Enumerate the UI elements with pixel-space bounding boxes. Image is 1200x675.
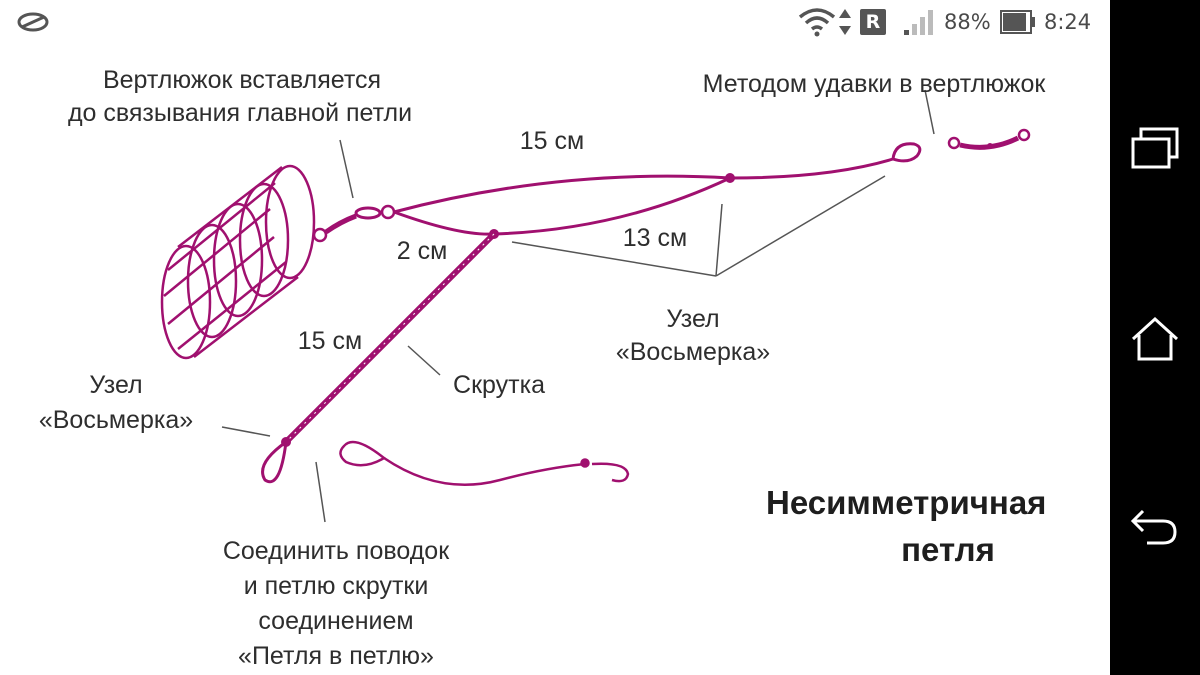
diagram-title-line1: Несимметричная xyxy=(766,484,1046,521)
roaming-icon: R xyxy=(860,0,886,44)
clock: 8:24 xyxy=(1044,10,1092,34)
knot-right-line2: «Восьмерка» xyxy=(616,338,770,366)
pointer-lines xyxy=(221,89,935,523)
knot-left-line2: «Восьмерка» xyxy=(39,406,193,434)
main-loop-line xyxy=(393,157,894,236)
data-arrows-icon xyxy=(838,0,852,44)
diagram-title-line2: петля xyxy=(901,531,995,568)
swivel-icon xyxy=(324,204,396,235)
length-top-label: 15 см xyxy=(520,127,584,155)
feeder-icon xyxy=(160,164,328,360)
knot-right-line1: Узел xyxy=(666,305,719,333)
hook-leader-icon xyxy=(339,440,630,486)
loop-end-icon xyxy=(891,142,922,163)
back-button[interactable] xyxy=(1110,480,1200,570)
back-icon xyxy=(1130,509,1177,545)
length-short-label: 2 см xyxy=(397,237,448,265)
fishing-rig-diagram: Вертлюжок вставляется до связывания глав… xyxy=(39,66,1047,670)
signal-icon xyxy=(903,0,935,44)
swivel-note-line1: Вертлюжок вставляется xyxy=(103,66,381,94)
length-mid-label: 13 см xyxy=(623,224,687,252)
home-icon xyxy=(1131,316,1179,361)
connect-note-line3: соединением xyxy=(258,607,413,635)
connect-note-line2: и петлю скрутки xyxy=(244,572,429,600)
length-leader-label: 15 см xyxy=(298,327,362,355)
status-bar: R 88% 8:24 xyxy=(0,0,1110,44)
connect-note-line1: Соединить поводок xyxy=(223,537,450,565)
home-button[interactable] xyxy=(1110,294,1200,384)
leader-loop-icon xyxy=(261,440,288,484)
battery-percent: 88% xyxy=(944,10,991,34)
method-note: Методом удавки в вертлюжок xyxy=(703,70,1047,98)
knot-left-line1: Узел xyxy=(89,371,142,399)
navigation-bar xyxy=(1110,0,1200,675)
swivel-note-line2: до связывания главной петли xyxy=(68,99,412,127)
twist-label: Скрутка xyxy=(453,371,545,399)
wifi-icon xyxy=(798,0,836,44)
recent-apps-icon xyxy=(1131,127,1179,169)
connect-note-line4: «Петля в петлю» xyxy=(238,642,434,670)
app-notification-icon xyxy=(16,0,50,44)
recent-apps-button[interactable] xyxy=(1110,104,1200,194)
battery-icon xyxy=(1000,0,1036,44)
junction-knot xyxy=(489,173,735,239)
hook-swivel-icon xyxy=(947,128,1031,150)
roaming-badge: R xyxy=(860,9,886,35)
